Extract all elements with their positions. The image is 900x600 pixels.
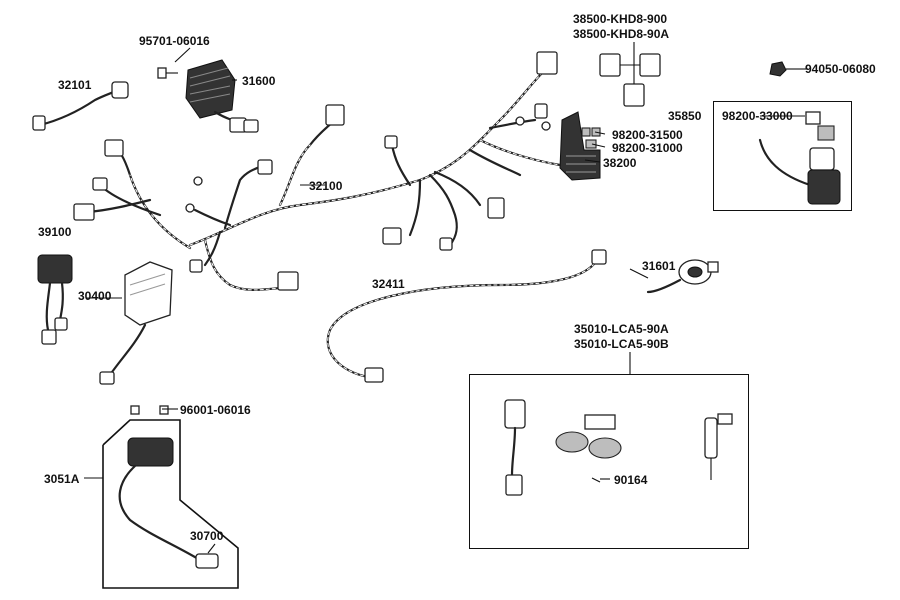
kit-box-35850 [713, 101, 852, 211]
part-38200-fusebox [559, 111, 601, 181]
label-31601: 31601 [642, 259, 676, 273]
label-3051A: 3051A [44, 472, 80, 486]
part-30400-cdi [99, 261, 173, 385]
part-35010-lockset [504, 399, 733, 496]
kit-box-35010 [469, 374, 749, 549]
label-98200-31500: 98200-31500 [612, 128, 683, 142]
part-95701-bolt [157, 67, 178, 79]
label-96001-06016: 96001-06016 [180, 403, 251, 417]
part-32411-cable [326, 249, 607, 383]
label-30400: 30400 [78, 289, 112, 303]
label-30700: 30700 [190, 529, 224, 543]
part-94050-nut [769, 61, 797, 77]
label-38200: 38200 [603, 156, 637, 170]
part-32101-cable [32, 81, 129, 131]
label-31600: 31600 [242, 74, 276, 88]
label-32411: 32411 [372, 277, 405, 291]
harness-connectors [73, 51, 558, 291]
part-3051A-box-outline [102, 405, 239, 589]
part-31601-ignition [646, 259, 719, 294]
label-90164: 90164 [614, 473, 648, 487]
label-35010-lca5-90a: 35010-LCA5-90A [574, 322, 669, 336]
label-32101: 32101 [58, 78, 92, 92]
label-35010-lca5-90b: 35010-LCA5-90B [574, 337, 669, 351]
label-98200-31000: 98200-31000 [612, 141, 683, 155]
label-98200-33000: 98200-33000 [722, 109, 793, 123]
label-94050-06080: 94050-06080 [805, 62, 876, 76]
label-38500-khd8-900: 38500-KHD8-900 [573, 12, 668, 26]
part-31600-regulator [185, 59, 259, 133]
part-38500-relays [599, 42, 661, 107]
part-39100-unit [37, 254, 73, 345]
part-35850-starter-relay [758, 111, 841, 205]
label-95701-06016: 95701-06016 [139, 34, 210, 48]
label-39100: 39100 [38, 225, 72, 239]
leader-lines [84, 47, 808, 554]
label-32100: 32100 [309, 179, 343, 193]
label-38500-khd8-90a: 38500-KHD8-90A [573, 27, 670, 41]
label-35850: 35850 [668, 109, 702, 123]
